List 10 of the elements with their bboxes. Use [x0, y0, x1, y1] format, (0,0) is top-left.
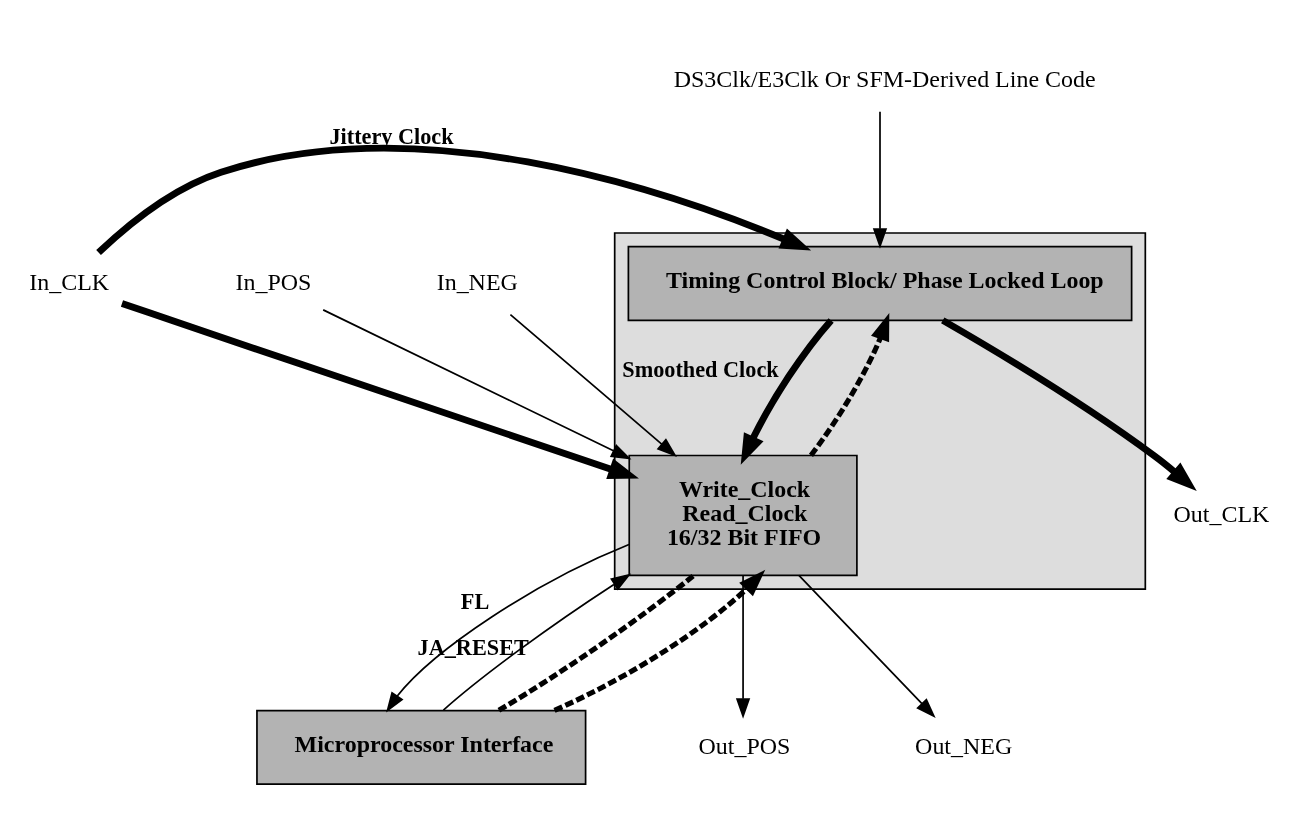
edge-label: Smoothed Clock [622, 357, 779, 383]
node-text: Out_NEG [915, 732, 1013, 759]
node-text: Out_CLK [1173, 500, 1270, 527]
node-text: In_CLK [29, 268, 110, 295]
edge-label: Jittery Clock [329, 124, 454, 150]
node-text: In_POS [235, 268, 312, 295]
node-text: DS3Clk/E3Clk Or SFM-Derived Line Code [673, 65, 1096, 92]
node-text: In_NEG [436, 268, 518, 295]
edge-label: FL [460, 589, 490, 615]
node-text: Out_POS [698, 732, 791, 759]
